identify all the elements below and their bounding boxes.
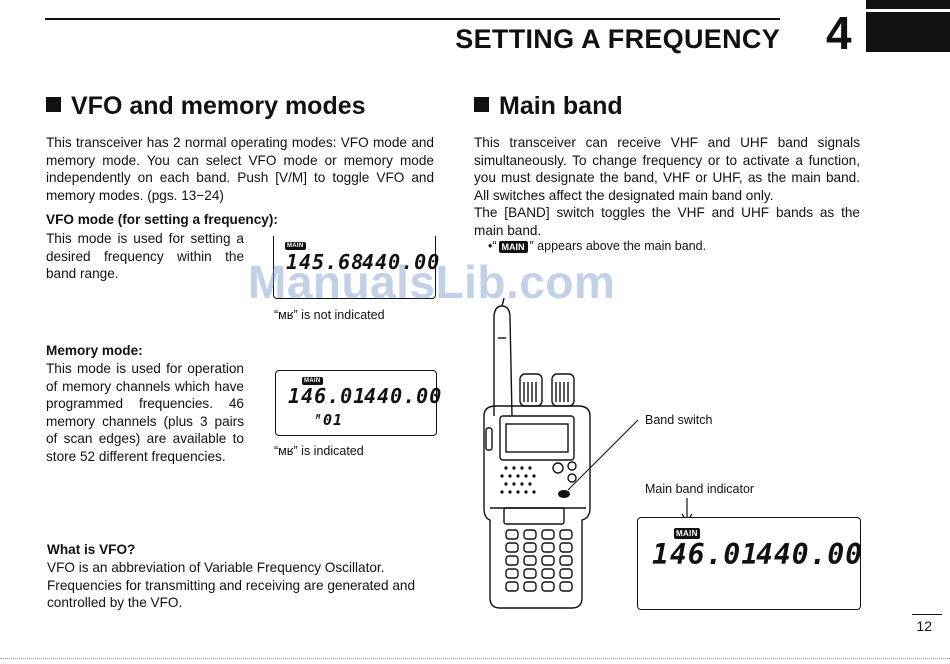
header-rule [45,18,780,20]
heading-square-icon [46,97,61,112]
main-indicator-tag: MAIN [674,528,700,539]
chapter-tab-gap [866,9,950,12]
vfo-freq-left: 145.68 [286,250,365,274]
transceiver-illustration [483,298,639,609]
main-freq-right: 440.00 [756,538,864,571]
main-band-indicator-label: Main band indicator [645,482,755,496]
section-heading-main-band: Main band [474,92,623,121]
bullet-prefix: •“ [488,239,497,253]
main-band-paragraph-2: The [BAND] switch toggles the VHF and UH… [474,205,860,238]
intro-paragraph: This transceiver has 2 normal operating … [46,135,434,203]
memory-channel-prefix: M [316,413,322,421]
vfo-mode-heading: VFO mode (for setting a frequency): [46,212,278,227]
chapter-title: SETTING A FREQUENCY [455,24,780,54]
memory-mode-heading: Memory mode: [46,343,143,358]
page-number: 12 [916,618,932,634]
vfo-lcd-display: MAIN 145.68 440.00 [273,236,439,299]
band-switch-label: Band switch [645,413,713,427]
main-band-lcd-display: MAIN 146.01 440.00 [637,517,864,610]
section-heading-text: VFO and memory modes [71,92,366,120]
main-band-paragraph-1: This transceiver can receive VHF and UHF… [474,135,860,203]
section-heading-text: Main band [499,92,623,120]
chapter-tab [866,0,950,52]
main-indicator-tag: MAIN [285,242,306,250]
bullet-suffix: ” appears above the main band. [529,239,707,253]
section-heading-vfo-memory: VFO and memory modes [46,92,366,121]
memory-channel: 01 [323,411,344,429]
page-number-rule [912,614,942,615]
memory-lcd-display: MAIN 146.01 440.00 M 01 [275,370,441,436]
what-is-vfo-text: VFO is an abbreviation of Variable Frequ… [47,560,416,610]
memory-mode-text: This mode is used for operation of memor… [46,361,244,464]
memory-freq-left: 146.01 [288,384,367,408]
chapter-number: 4 [826,7,852,59]
memory-freq-right: 440.00 [364,384,443,408]
main-band-bullet: •“MAIN” appears above the main band. [488,239,706,253]
watermark: ManualsLib.com [248,256,616,308]
vfo-display-caption: “ᴍʁ” is not indicated [274,308,385,322]
main-tag-inline: MAIN [498,241,528,253]
main-freq-left: 146.01 [652,538,760,571]
main-indicator-tag: MAIN [302,377,323,385]
vfo-mode-text: This mode is used for setting a desired … [46,231,244,281]
heading-square-icon [474,97,489,112]
what-is-vfo-heading: What is VFO? [47,542,136,557]
memory-display-caption: “ᴍʁ” is indicated [274,444,364,458]
vfo-freq-right: 440.00 [362,250,441,274]
scan-artifact-line [0,658,950,661]
